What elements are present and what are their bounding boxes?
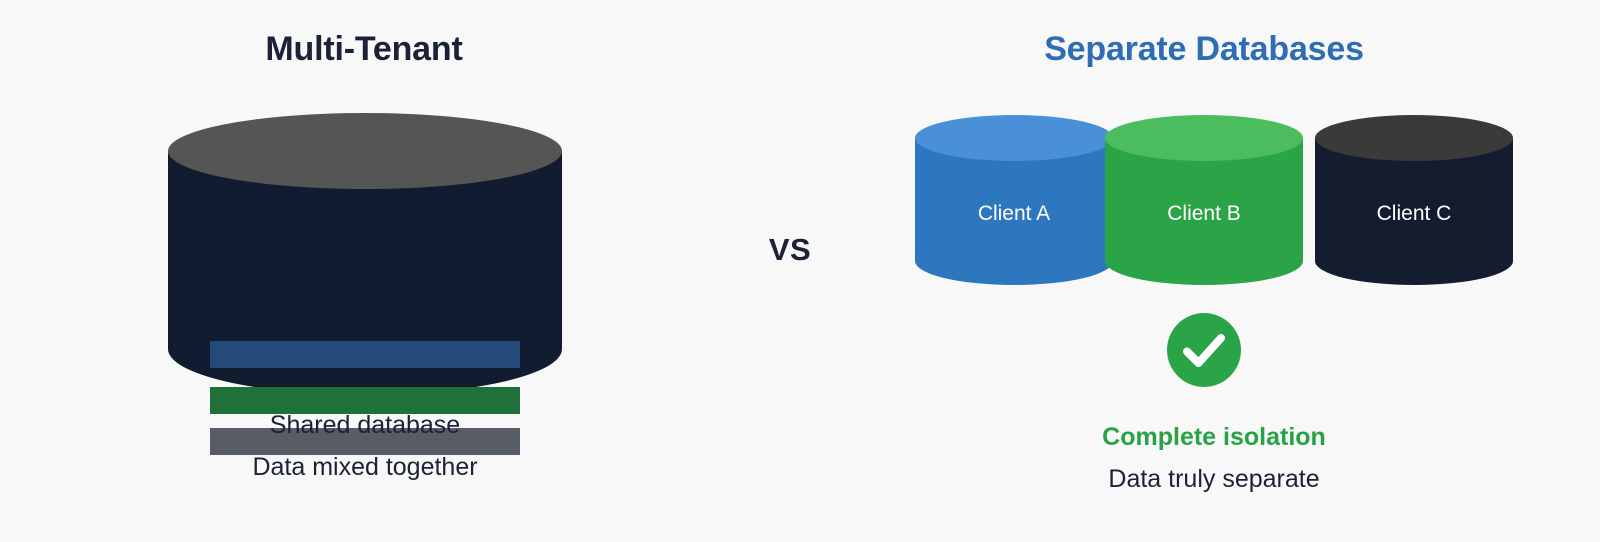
client-c-cylinder: Client C [1315, 115, 1513, 285]
right-panel-title: Separate Databases [1044, 30, 1364, 68]
left-caption-secondary: Data mixed together [252, 453, 478, 481]
client-a-body [915, 137, 1113, 285]
shared-database-top-ellipse [168, 113, 562, 189]
right-caption-secondary: Data truly separate [1108, 465, 1320, 493]
shared-database-cylinder [168, 113, 562, 455]
left-panel-title: Multi-Tenant [265, 30, 463, 68]
right-caption-primary: Complete isolation [1102, 423, 1326, 451]
left-caption-primary: Shared database [269, 411, 461, 439]
versus-label: VS [768, 232, 812, 267]
client-a-cylinder: Client A [915, 115, 1113, 285]
client-b-label: Client B [1167, 202, 1241, 225]
client-c-top-ellipse [1315, 115, 1513, 161]
client-b-cylinder: Client B [1105, 115, 1303, 285]
client-b-body [1105, 137, 1303, 285]
client-a-label: Client A [977, 202, 1051, 225]
client-a-top-ellipse [915, 115, 1113, 161]
client-c-label: Client C [1376, 202, 1452, 225]
tenant-stripe-green [210, 387, 520, 414]
client-b-top-ellipse [1105, 115, 1303, 161]
tenant-stripe-blue [210, 341, 520, 368]
check-circle-icon [1167, 313, 1241, 387]
client-c-body [1315, 137, 1513, 285]
tenant-stripe-gray [210, 428, 520, 455]
